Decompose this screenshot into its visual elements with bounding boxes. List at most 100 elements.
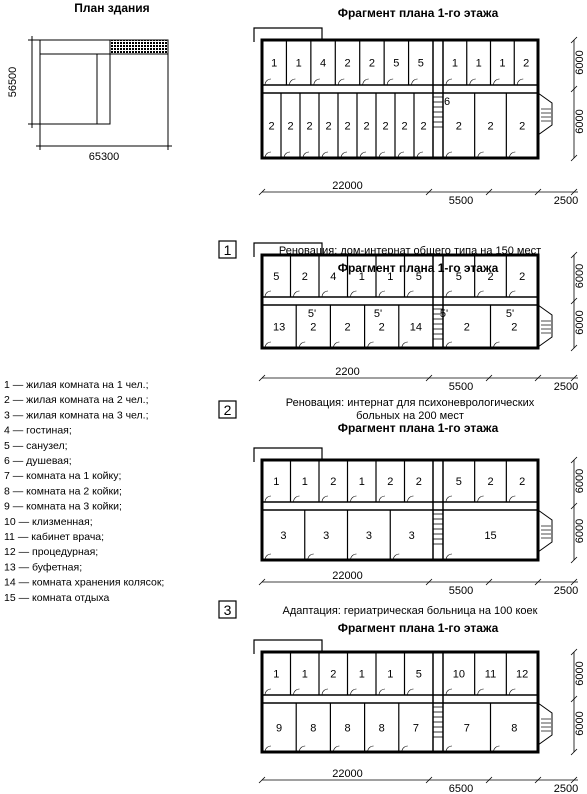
door-swing [264, 553, 272, 561]
room-label-bottom: 8 [379, 723, 385, 735]
door-swing [321, 688, 329, 696]
door-swing [445, 78, 453, 86]
door-swing [321, 290, 329, 298]
room-label-bottom: 3 [323, 530, 329, 542]
dim-right: 2500 [554, 783, 578, 794]
door-swing [411, 78, 418, 86]
plan-badge-number: 1 [224, 242, 232, 258]
room-label-top: 12 [516, 669, 528, 681]
door-swing [516, 78, 524, 86]
site-width-dim: 65300 [89, 151, 120, 163]
door-swing [293, 688, 300, 696]
room-label-top: 2 [387, 476, 393, 488]
door-swing [416, 151, 424, 159]
dimension-line [258, 578, 578, 586]
legend-item: 10 — клизменная; [4, 516, 93, 528]
door-swing [264, 745, 272, 753]
door-swing [407, 495, 414, 503]
plan-title: Фрагмент плана 1-го этажа [338, 6, 499, 20]
door-swing [378, 151, 386, 159]
site-height-dim: 56500 [7, 67, 19, 98]
dim-vertical-top: 6000 [574, 50, 586, 74]
legend-item: 13 — буфетная; [4, 561, 82, 573]
room-label-top: 2 [369, 58, 375, 70]
door-swing [367, 341, 374, 349]
dim-tick [570, 154, 578, 162]
door-swing [321, 151, 329, 159]
room-label-bottom: 15 [484, 530, 496, 542]
door-swing [477, 290, 484, 298]
room-label-bottom: 2 [401, 121, 407, 133]
door-swing [477, 151, 484, 159]
dim-right: 2500 [554, 585, 578, 597]
room-label-top: 1 [302, 476, 308, 488]
entry-steps [537, 509, 553, 553]
room-label-top: 1 [452, 58, 458, 70]
dim-right: 2500 [554, 381, 578, 393]
room-label-top: 1 [359, 271, 365, 283]
door-swing [407, 688, 414, 696]
room-label-top: 1 [387, 669, 393, 681]
room-label-top: 2 [330, 476, 336, 488]
room-label-top: 1 [387, 271, 393, 283]
dim-mid: 5500 [449, 381, 473, 393]
legend-item: 11 — кабинет врача; [4, 531, 104, 543]
room-label-bottom: 8 [344, 723, 350, 735]
dim-tick [570, 648, 578, 656]
entry-steps [537, 304, 553, 348]
dim-tick [570, 502, 578, 510]
site-plan: План здания 56500 65300 [7, 1, 172, 163]
door-swing [340, 151, 348, 159]
door-swing [289, 78, 296, 86]
room-label-top: 1 [359, 476, 365, 488]
dim-left: 22000 [332, 180, 363, 192]
plan-badge-box [218, 240, 237, 259]
room-label-bottom: 2 [306, 121, 312, 133]
dim-vertical-bottom: 6000 [574, 109, 586, 133]
room-label-bottom: 2 [487, 121, 493, 133]
dim-tick [570, 297, 578, 305]
dimension-line [258, 374, 578, 382]
dim-vertical-bottom: 6000 [574, 711, 586, 735]
room-label-bottom: 2 [511, 322, 517, 334]
dim-vertical-top: 6000 [574, 469, 586, 493]
room-label-bottom: 3 [366, 530, 372, 542]
room-label-bottom: 2 [325, 121, 331, 133]
room-label-bottom: 2 [363, 121, 369, 133]
plan-badge-box [218, 400, 237, 419]
dim-left: 22000 [332, 768, 363, 780]
room-label-bottom: 2 [456, 121, 462, 133]
door-swing [445, 290, 453, 298]
dim-tick [570, 556, 578, 564]
door-swing [298, 341, 306, 349]
room-label-top: 2 [519, 271, 525, 283]
door-swing [293, 290, 300, 298]
room-label-bottom: 2 [268, 121, 274, 133]
dim-left: 2200 [335, 366, 359, 378]
plan-caption: Реновация: интернат для психоневрологиче… [286, 397, 535, 409]
door-swing [401, 745, 408, 753]
door-swing [264, 341, 272, 349]
door-swing [298, 745, 306, 753]
plan-caption: больных на 200 мест [356, 410, 464, 422]
room-label-top: 1 [273, 476, 279, 488]
plan-badge-box [218, 600, 237, 619]
door-swing [445, 745, 453, 753]
door-swing [477, 495, 484, 503]
door-swing [493, 341, 500, 349]
door-swing [264, 151, 272, 159]
outer-wall [260, 38, 540, 160]
outer-wall [260, 253, 540, 350]
room-label-extra: 5' [506, 308, 514, 320]
door-swing [509, 151, 516, 159]
dim-right: 2500 [554, 195, 578, 207]
room-label-top: 2 [416, 476, 422, 488]
dim-mid: 5500 [449, 585, 473, 597]
site-plan-title: План здания [74, 1, 149, 15]
room-label-bottom: 2 [344, 322, 350, 334]
room-label-top: 2 [330, 669, 336, 681]
plan-title: Фрагмент плана 1-го этажа [338, 261, 499, 275]
room-label-bottom: 2 [519, 121, 525, 133]
legend-item: 15 — комната отдыха [4, 592, 110, 604]
